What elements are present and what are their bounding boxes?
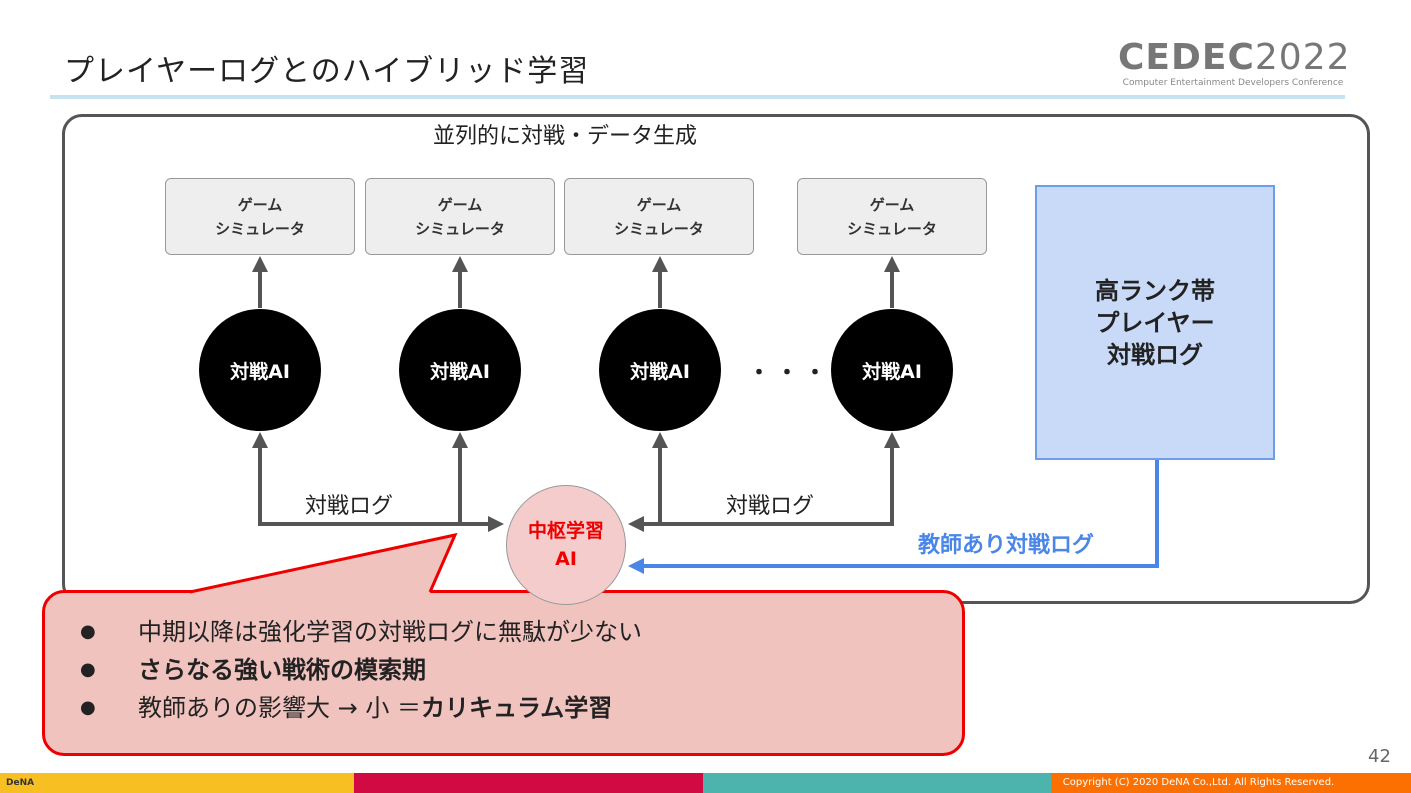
footer-bar: DeNA Copyright (C) 2020 DeNA Co.,Ltd. Al… <box>0 773 1411 793</box>
title-divider <box>50 95 1345 99</box>
game-simulator: ゲームシミュレータ <box>165 178 355 255</box>
game-simulator: ゲームシミュレータ <box>564 178 754 255</box>
battle-log-label: 対戦ログ <box>305 494 394 519</box>
cedec-logo: CEDEC2022 Computer Entertainment Develop… <box>1118 37 1351 89</box>
game-simulator: ゲームシミュレータ <box>365 178 555 255</box>
arrow-supervised <box>628 460 1159 574</box>
battle-ai-node: 対戦AI <box>831 309 953 431</box>
player-log-box: 高ランク帯プレイヤー対戦ログ <box>1035 185 1275 460</box>
battle-log-label: 対戦ログ <box>726 494 815 519</box>
slide-title: プレイヤーログとのハイブリッド学習 <box>64 54 590 89</box>
dena-logo: DeNA <box>0 773 355 793</box>
bullet-item: ●中期以降は強化学習の対戦ログに無駄が少ない <box>80 618 642 646</box>
page-number: 42 <box>1368 746 1391 767</box>
callout-bullets: ●中期以降は強化学習の対戦ログに無駄が少ない ●さらなる強い戦術の模索期 ●教師… <box>80 613 642 727</box>
game-simulator: ゲームシミュレータ <box>797 178 987 255</box>
battle-ai-node: 対戦AI <box>199 309 321 431</box>
bullet-item: ●教師ありの影響大 → 小 ＝ カリキュラム学習 <box>80 694 613 722</box>
supervised-log-label: 教師あり対戦ログ <box>918 533 1095 558</box>
battle-ai-node: 対戦AI <box>399 309 521 431</box>
bullet-item: ●さらなる強い戦術の模索期 <box>80 656 426 684</box>
callout-box <box>42 590 965 756</box>
copyright: Copyright (C) 2020 DeNA Co.,Ltd. All Rig… <box>1050 773 1411 793</box>
diagram-header: 並列的に対戦・データ生成 <box>432 124 697 149</box>
ellipsis: ・・・ <box>748 361 833 386</box>
battle-ai-node: 対戦AI <box>599 309 721 431</box>
